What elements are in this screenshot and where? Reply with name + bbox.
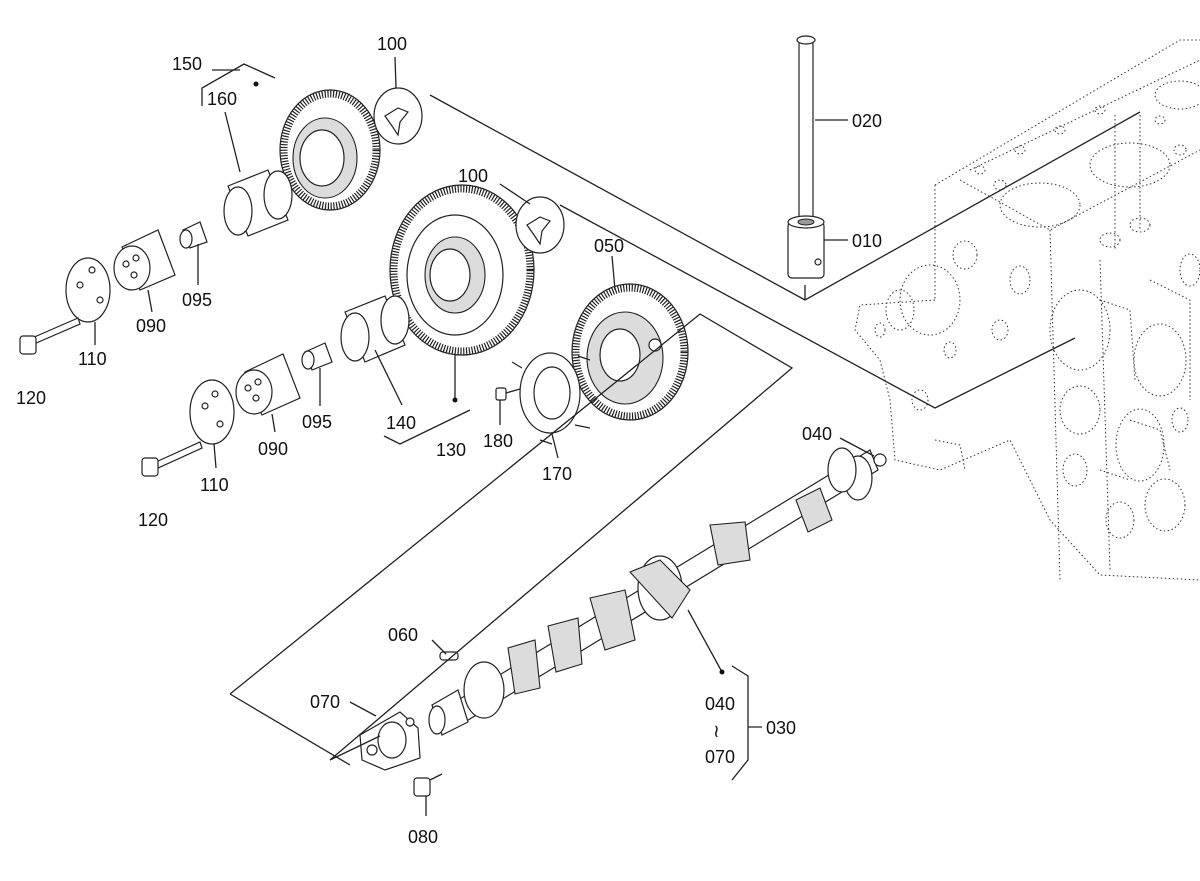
leader-050 — [611, 255, 616, 291]
idler-gear-150 — [279, 89, 381, 211]
gear-plate-170 — [511, 352, 591, 445]
push-rod — [796, 35, 816, 241]
idler-shaft-lower — [235, 353, 301, 416]
label-050: 050 — [594, 236, 624, 256]
dot-030 — [719, 669, 725, 675]
leader-170 — [551, 433, 559, 459]
leader-090a — [147, 289, 153, 313]
bush-160 — [223, 169, 293, 237]
label-140: 140 — [386, 413, 416, 433]
label-090-upper: 090 — [136, 316, 166, 336]
bolt-120-upper — [19, 317, 81, 355]
label-040-top: 040 — [802, 424, 832, 444]
bracket-150 — [201, 63, 276, 106]
leader-110b — [213, 443, 217, 469]
thrust-plate-100-lower — [515, 196, 565, 254]
engine-block — [854, 39, 1200, 581]
label-120-lower: 120 — [138, 510, 168, 530]
bracket-030 — [731, 665, 762, 781]
leader-140 — [374, 349, 403, 406]
label-070-range: 070 — [705, 747, 735, 767]
tappet — [787, 215, 825, 279]
range-symbol: ≀ — [713, 721, 720, 741]
bush-140 — [340, 295, 410, 363]
label-090-lower: 090 — [258, 439, 288, 459]
block-reference-frame — [429, 94, 1141, 301]
dot-150 — [253, 81, 259, 87]
leader-040a — [839, 437, 875, 457]
washer-110-lower — [189, 379, 235, 445]
thrust-plate-070 — [359, 711, 421, 771]
spacer-095-lower — [301, 342, 333, 371]
bolt-180 — [495, 387, 521, 401]
block-reference-line-2 — [559, 204, 1076, 409]
leader-100b — [499, 183, 531, 205]
plug-040 — [873, 453, 887, 467]
leader-030-camshaft — [687, 609, 723, 673]
label-070-left: 070 — [310, 692, 340, 712]
label-100-lower: 100 — [458, 166, 488, 186]
label-130: 130 — [436, 440, 466, 460]
key-060 — [439, 651, 459, 661]
cam-gear-050 — [571, 283, 689, 421]
label-100-upper: 100 — [377, 34, 407, 54]
bracket-130 — [383, 409, 471, 445]
dot-130 — [452, 397, 458, 403]
cam-gear-frame — [229, 313, 794, 761]
label-080: 080 — [408, 827, 438, 847]
label-040-range: 040 — [705, 694, 735, 714]
leader-100a — [394, 56, 397, 89]
spacer-095-upper — [179, 221, 208, 249]
label-150: 150 — [172, 54, 202, 74]
label-160: 160 — [207, 89, 237, 109]
leader-160 — [224, 111, 241, 173]
label-120-upper: 120 — [16, 388, 46, 408]
label-095-upper: 095 — [182, 290, 212, 310]
label-170: 170 — [542, 464, 572, 484]
label-095-lower: 095 — [302, 412, 332, 432]
bolt-080 — [413, 773, 443, 797]
label-060: 060 — [388, 625, 418, 645]
thrust-plate-100-upper — [373, 87, 423, 145]
leader-090b — [271, 413, 276, 433]
label-020: 020 — [852, 111, 882, 131]
bolt-120-lower — [141, 441, 203, 477]
camshaft-frame — [229, 693, 381, 766]
leader-060 — [431, 639, 447, 655]
idler-gear-130 — [389, 184, 535, 356]
label-030: 030 — [766, 718, 796, 738]
idler-shaft-upper — [113, 229, 176, 291]
label-110-lower: 110 — [200, 475, 229, 495]
label-010: 010 — [852, 231, 882, 251]
washer-110-upper — [65, 257, 111, 323]
label-180: 180 — [483, 431, 513, 451]
camshaft — [428, 447, 879, 736]
label-110-upper: 110 — [78, 349, 107, 369]
leader-070a — [349, 701, 377, 717]
